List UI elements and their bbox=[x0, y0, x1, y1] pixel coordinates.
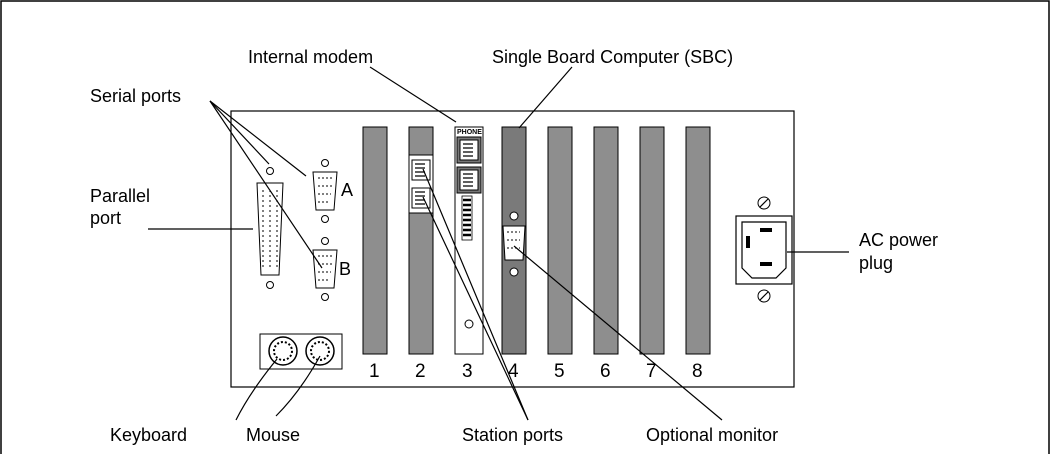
parallel-port bbox=[256, 167, 284, 289]
slot-number-6: 6 bbox=[600, 361, 611, 382]
serial-callout-top bbox=[209, 100, 270, 165]
parallel-port-label-line1: Parallel bbox=[90, 186, 150, 206]
slot-number-4: 4 bbox=[508, 361, 519, 382]
station-ports-label: Station ports bbox=[462, 425, 563, 445]
keyboard-mouse-ports bbox=[259, 333, 343, 370]
serial-callout-b bbox=[209, 100, 323, 269]
sbc-callout bbox=[518, 66, 573, 129]
keyboard-callout bbox=[235, 358, 278, 421]
slot-number-2: 2 bbox=[415, 361, 426, 382]
port-a-label: A bbox=[341, 180, 353, 200]
slot-1 bbox=[362, 126, 388, 355]
modem-card-detail: PHONE bbox=[454, 126, 484, 355]
sbc-label: Single Board Computer (SBC) bbox=[492, 47, 733, 67]
monitor-callout bbox=[513, 245, 723, 421]
slot-numbers: 1 2 3 4 5 6 7 8 bbox=[369, 361, 703, 382]
slot-6 bbox=[593, 126, 619, 355]
internal-modem-label: Internal modem bbox=[248, 47, 373, 67]
slot-number-5: 5 bbox=[554, 361, 565, 382]
serial-callout-a bbox=[209, 100, 307, 177]
slot-number-3: 3 bbox=[462, 361, 473, 382]
ac-power-label-line1: AC power bbox=[859, 230, 938, 250]
optional-monitor-label: Optional monitor bbox=[646, 425, 778, 445]
station-callout-2 bbox=[422, 196, 529, 421]
phone-label: PHONE bbox=[457, 129, 482, 136]
serial-port-b bbox=[312, 237, 338, 301]
mouse-label: Mouse bbox=[246, 425, 300, 445]
slot-number-1: 1 bbox=[369, 361, 380, 382]
slot-number-7: 7 bbox=[646, 361, 657, 382]
keyboard-label: Keyboard bbox=[110, 425, 187, 445]
parallel-port-label-line2: port bbox=[90, 208, 121, 228]
serial-ports-label: Serial ports bbox=[90, 86, 181, 106]
slot-5 bbox=[547, 126, 573, 355]
slot-8 bbox=[685, 126, 711, 355]
ac-power-plug bbox=[735, 196, 793, 303]
ac-power-label-line2: plug bbox=[859, 253, 893, 273]
serial-port-a bbox=[312, 159, 338, 223]
monitor-connector bbox=[502, 211, 526, 277]
port-b-label: B bbox=[339, 259, 351, 279]
callout-lines bbox=[148, 66, 849, 421]
slot-7 bbox=[639, 126, 665, 355]
modem-callout bbox=[369, 66, 457, 123]
station-callout-1 bbox=[422, 168, 529, 421]
slot-number-8: 8 bbox=[692, 361, 703, 382]
mouse-callout bbox=[275, 355, 321, 417]
